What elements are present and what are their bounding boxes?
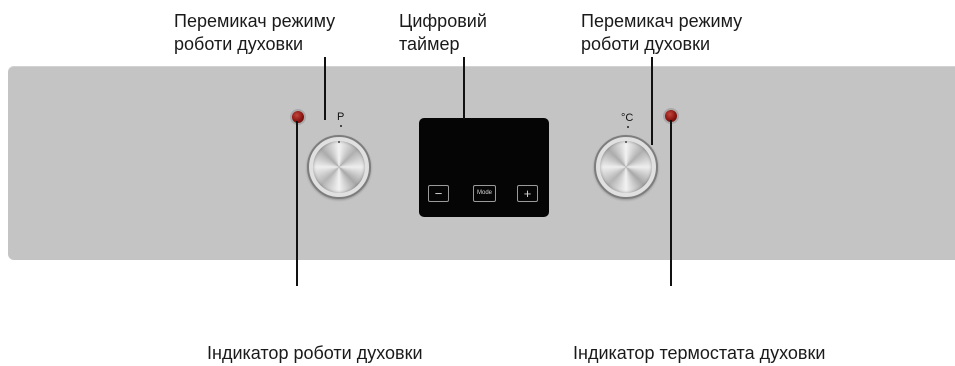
callout-oven-indicator: Індикатор роботи духовки xyxy=(207,343,423,363)
leader-line-timer xyxy=(463,57,465,119)
leader-line-oven-indicator xyxy=(296,121,298,286)
leader-line-mode-left xyxy=(324,57,326,120)
knob-pointer-dot xyxy=(338,141,340,143)
knob-marker-dot xyxy=(340,125,342,127)
timer-mode-button[interactable]: Mode xyxy=(473,185,496,202)
timer-minus-button[interactable]: − xyxy=(428,185,449,202)
knob-face xyxy=(600,141,652,193)
knob-pointer-dot xyxy=(625,141,627,143)
timer-plus-button[interactable]: + xyxy=(517,185,538,202)
oven-indicator-lamp xyxy=(290,109,306,125)
mode-switch-knob-left[interactable] xyxy=(307,135,371,199)
knob-face xyxy=(313,141,365,193)
callout-mode-switch-right: Перемикач режиму роботи духовки xyxy=(581,11,743,54)
knob-marker-dot xyxy=(627,126,629,128)
mode-switch-knob-right[interactable] xyxy=(594,135,658,199)
leader-line-mode-right xyxy=(651,57,653,145)
leader-line-thermostat-indicator xyxy=(670,120,672,286)
callout-digital-timer: Цифровий таймер xyxy=(399,11,487,54)
knob-symbol-celsius: °C xyxy=(621,112,634,124)
knob-symbol-p: P xyxy=(337,111,345,123)
callout-thermostat-indicator: Індикатор термостата духовки xyxy=(573,343,826,363)
digital-timer-display: − Mode + xyxy=(419,118,549,217)
callout-mode-switch-left: Перемикач режиму роботи духовки xyxy=(174,11,336,54)
